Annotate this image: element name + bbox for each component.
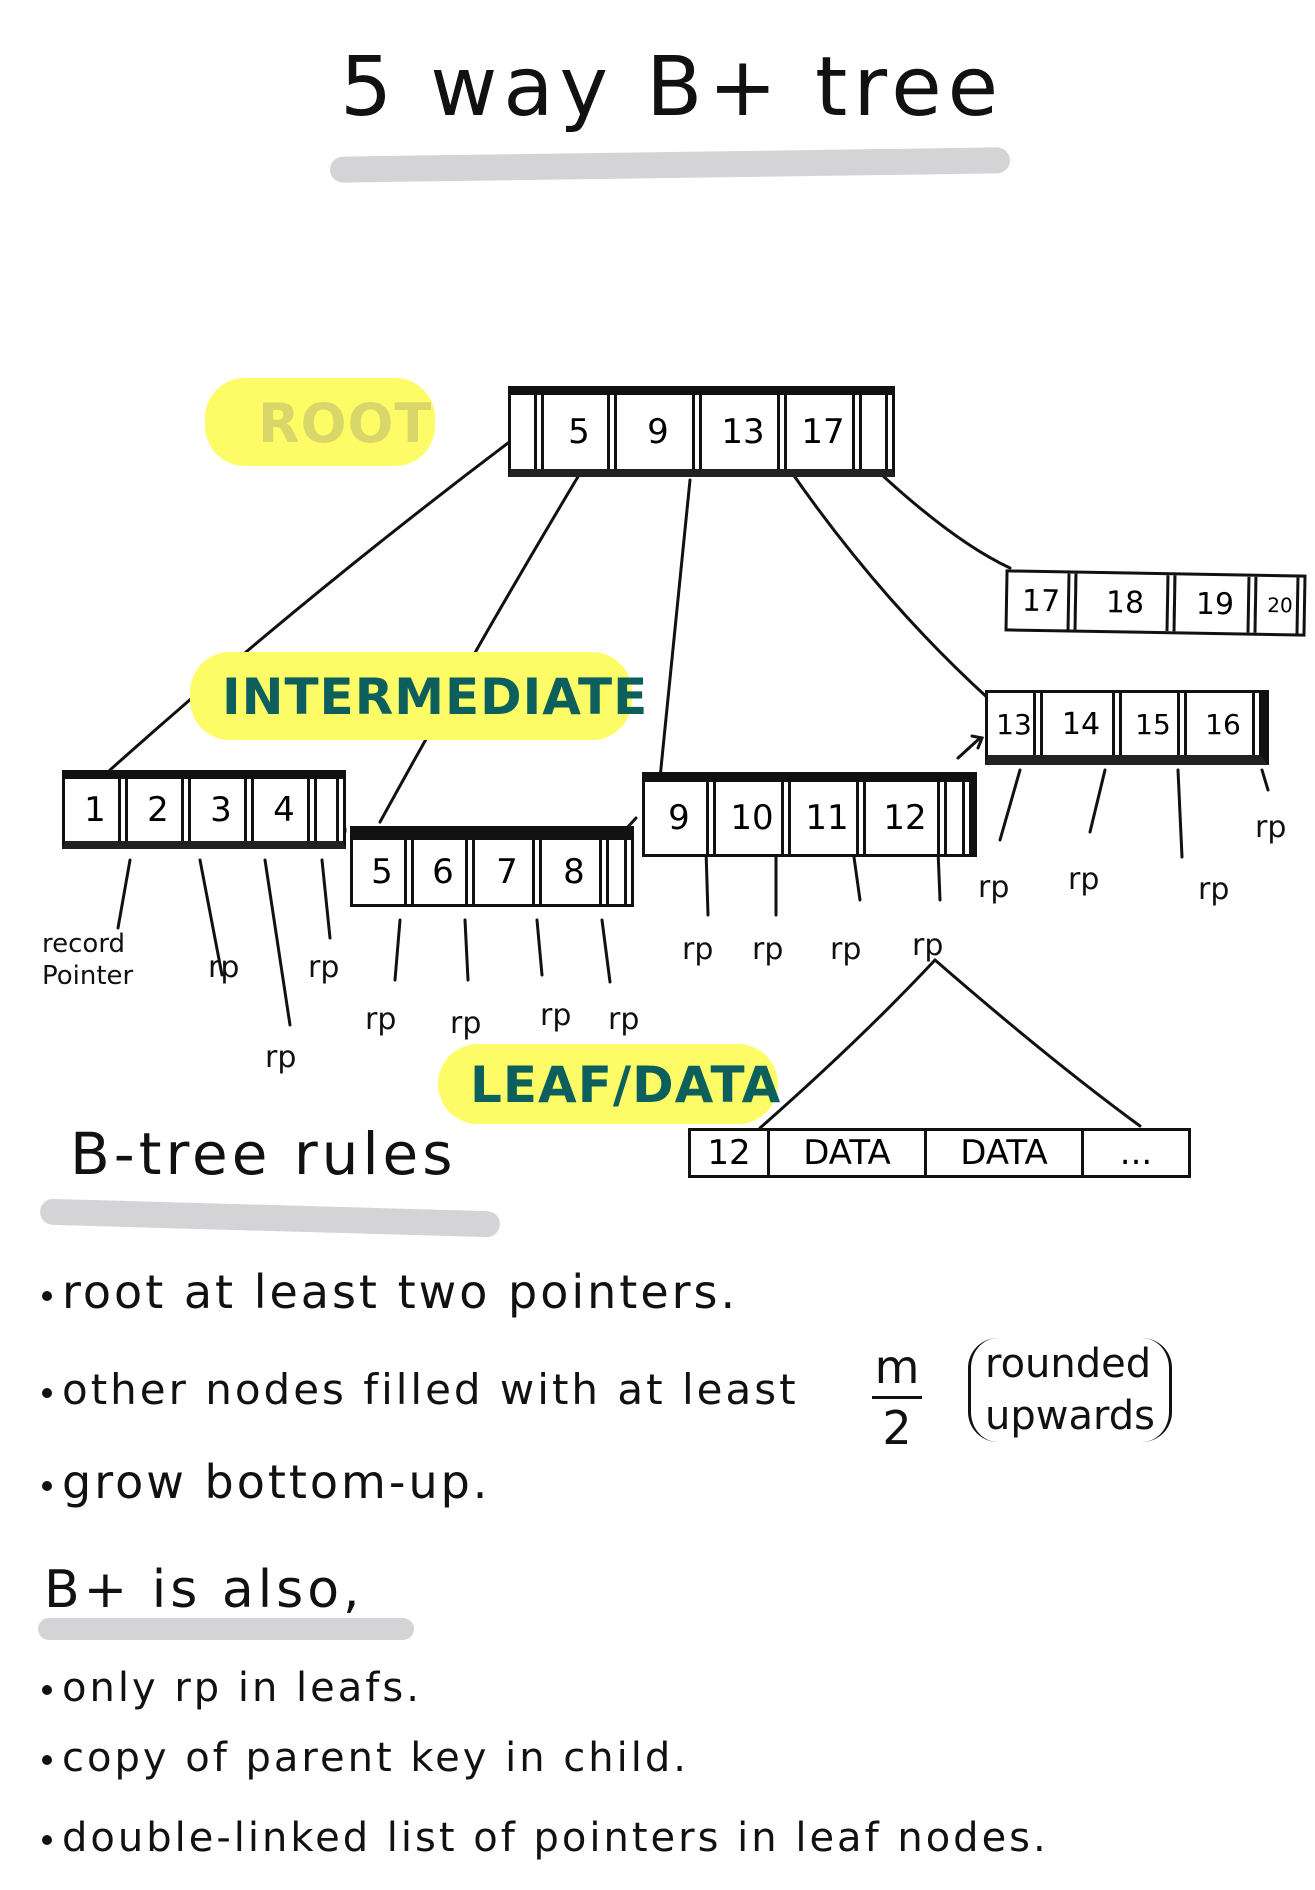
bplus-underline bbox=[38, 1618, 414, 1640]
rp-label: rp bbox=[1198, 872, 1230, 907]
leaf-node-9-12: 9 10 11 12 bbox=[642, 772, 977, 857]
node-13-16: 13 14 15 16 bbox=[985, 690, 1269, 765]
record-pointer-note: record Pointer bbox=[42, 929, 134, 991]
rp-label: rp bbox=[208, 950, 240, 985]
rp-label: rp bbox=[752, 932, 784, 967]
bplus-rule: double-linked list of pointers in leaf n… bbox=[42, 1815, 1049, 1861]
rp-label: rp bbox=[540, 998, 572, 1033]
btree-rules-heading: B-tree rules bbox=[70, 1120, 457, 1188]
leaf-key: 5 bbox=[353, 840, 414, 904]
leaf-next-pointer bbox=[317, 779, 343, 841]
bullet-icon bbox=[42, 1387, 52, 1398]
fraction-denominator: 2 bbox=[882, 1401, 912, 1455]
bullet-icon bbox=[42, 1290, 52, 1301]
root-node: 5 9 13 17 bbox=[508, 386, 895, 477]
rp-label: rp bbox=[450, 1006, 482, 1041]
bplus-heading: B+ is also, bbox=[44, 1560, 364, 1620]
rp-label: rp bbox=[912, 928, 944, 963]
bplus-rule: only rp in leafs. bbox=[42, 1665, 422, 1711]
fraction-numerator: m bbox=[874, 1340, 920, 1394]
node-key: 14 bbox=[1043, 693, 1122, 755]
leaf-label: LEAF/DATA bbox=[470, 1056, 782, 1114]
intermediate-label: INTERMEDIATE bbox=[222, 668, 649, 726]
leaf-key: 9 bbox=[645, 782, 716, 854]
root-pointer-cell bbox=[862, 395, 892, 469]
bplus-rule: copy of parent key in child. bbox=[42, 1735, 689, 1781]
rp-label: rp bbox=[365, 1002, 397, 1037]
root-key: 13 bbox=[702, 395, 787, 469]
leaf-next-pointer bbox=[947, 782, 969, 854]
leaf-key: 1 bbox=[65, 779, 128, 841]
leaf-node-5-8: 5 6 7 8 bbox=[350, 826, 634, 907]
record-key: 12 bbox=[691, 1131, 770, 1175]
record-data: DATA bbox=[770, 1131, 927, 1175]
leaf-key: 10 bbox=[716, 782, 791, 854]
node-key: 15 bbox=[1122, 693, 1187, 755]
data-record: 12 DATA DATA ... bbox=[688, 1128, 1191, 1178]
record-data: DATA bbox=[927, 1131, 1084, 1175]
leaf-key: 7 bbox=[475, 840, 542, 904]
leaf-key: 11 bbox=[791, 782, 866, 854]
node-key: 18 bbox=[1076, 573, 1177, 632]
leaf-key: 2 bbox=[128, 779, 191, 841]
edge-root-leaf1 bbox=[108, 438, 514, 772]
rp-label: rp bbox=[830, 932, 862, 967]
rp-label: rp bbox=[308, 950, 340, 985]
rp-label: rp bbox=[1255, 810, 1287, 845]
node-key: 16 bbox=[1187, 693, 1259, 755]
btree-rule: grow bottom-up. bbox=[42, 1455, 490, 1509]
root-key: 17 bbox=[787, 395, 862, 469]
node-key: 13 bbox=[988, 693, 1043, 755]
leaf-node-1-4: 1 2 3 4 bbox=[62, 770, 346, 849]
leaf-highlight bbox=[438, 1044, 778, 1124]
root-pointer-cell bbox=[511, 395, 544, 469]
node-key: 17 bbox=[1007, 572, 1078, 630]
rp-label: rp bbox=[682, 932, 714, 967]
record-more: ... bbox=[1119, 1133, 1153, 1173]
bullet-icon bbox=[42, 1685, 52, 1695]
fraction-m-over-2: m 2 bbox=[872, 1340, 922, 1455]
bullet-icon bbox=[42, 1755, 52, 1765]
btree-rule: other nodes filled with at least bbox=[42, 1365, 799, 1414]
root-key: 5 bbox=[544, 395, 617, 469]
leaf-key: 6 bbox=[414, 840, 475, 904]
node-key: 19 bbox=[1175, 575, 1258, 633]
root-key: 9 bbox=[617, 395, 702, 469]
leaf-key: 8 bbox=[542, 840, 609, 904]
leaf-key: 3 bbox=[191, 779, 254, 841]
fraction-bar bbox=[872, 1396, 922, 1399]
leaf-key: 4 bbox=[254, 779, 317, 841]
rp-label: rp bbox=[1068, 862, 1100, 897]
bullet-icon bbox=[42, 1835, 52, 1845]
rounded-upwards-note: rounded upwards bbox=[968, 1338, 1172, 1442]
bullet-icon bbox=[42, 1480, 52, 1491]
node-17-20: 17 18 19 20 bbox=[1004, 569, 1307, 637]
leaf-key: 12 bbox=[866, 782, 947, 854]
intermediate-highlight bbox=[190, 652, 632, 740]
node-key: 20 bbox=[1256, 577, 1303, 634]
btree-rule: root at least two pointers. bbox=[42, 1265, 738, 1319]
page-title: 5 way B+ tree bbox=[340, 40, 1005, 135]
rp-label: rp bbox=[265, 1040, 297, 1075]
root-label: ROOT bbox=[258, 392, 433, 455]
rp-label: rp bbox=[608, 1002, 640, 1037]
leaf-next-pointer bbox=[609, 840, 631, 904]
rp-label: rp bbox=[978, 870, 1010, 905]
root-highlight bbox=[205, 378, 435, 466]
